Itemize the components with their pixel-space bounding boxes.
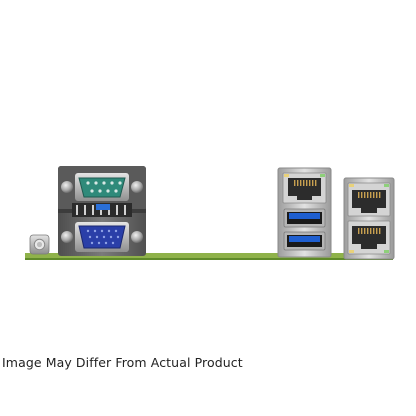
connector-pins	[72, 203, 132, 217]
usb3-port	[283, 231, 326, 251]
rj45-port	[282, 172, 327, 204]
dual-rj45-stack	[343, 177, 395, 260]
serial-vga-stack	[58, 166, 146, 256]
pcb-board	[25, 253, 393, 260]
screw-icon	[131, 181, 143, 193]
rj45-port	[347, 182, 391, 217]
reset-button	[29, 234, 50, 255]
disclaimer-caption: Image May Differ From Actual Product	[2, 355, 243, 370]
screw-icon	[61, 181, 73, 193]
rj45-usb3-stack	[277, 167, 332, 258]
db9-serial-port	[61, 173, 143, 201]
vga-port	[61, 222, 143, 252]
usb3-port	[283, 208, 326, 228]
screw-icon	[61, 231, 73, 243]
screw-icon	[131, 231, 143, 243]
rj45-port	[347, 220, 391, 255]
